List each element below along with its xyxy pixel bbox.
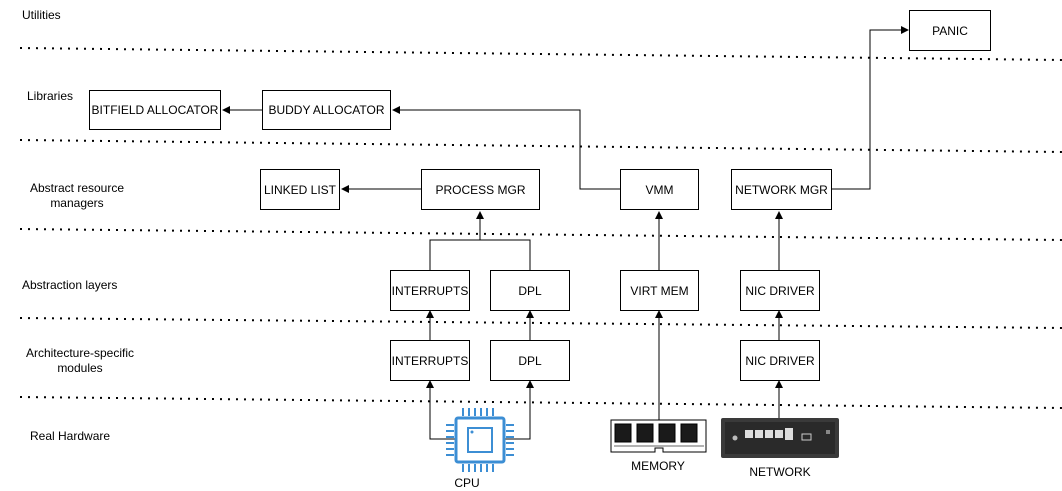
layer-label-hardware: Real Hardware — [30, 429, 111, 443]
cpu-chip-icon — [446, 408, 514, 472]
arrow-cpu-to-interrupts — [426, 380, 455, 440]
ram-module-icon — [610, 419, 707, 453]
panic-box[interactable]: PANIC — [909, 10, 991, 51]
interrupts-arch-box[interactable]: INTERRUPTS — [390, 340, 470, 381]
interrupts-abstraction-box[interactable]: INTERRUPTS — [390, 270, 470, 311]
nic-driver-arch-box[interactable]: NIC DRIVER — [740, 340, 820, 381]
layer-label-abstract-line2: managers — [50, 196, 104, 210]
linked-list-box[interactable]: LINKED LIST — [260, 169, 340, 210]
layer-label-abstract-managers: Abstract resource managers — [15, 181, 139, 211]
arrow-networkmgr-to-panic — [832, 26, 909, 190]
layer-label-arch-line1: Architecture-specific — [25, 346, 135, 360]
layer-label-libraries: Libraries — [27, 89, 74, 103]
layer-label-arch-line2: modules — [57, 361, 103, 375]
memory-label: MEMORY — [631, 459, 685, 473]
network-switch-icon — [721, 418, 839, 458]
layer-label-abstraction: Abstraction layers — [22, 278, 118, 292]
arrow-cpu-to-dpl — [505, 380, 534, 440]
network-mgr-box[interactable]: NETWORK MGR — [731, 169, 832, 210]
dpl-abstraction-box[interactable]: DPL — [490, 270, 570, 311]
dpl-arch-box[interactable]: DPL — [490, 340, 570, 381]
arrow-vmm-to-buddy — [392, 106, 620, 190]
buddy-allocator-box[interactable]: BUDDY ALLOCATOR — [262, 90, 391, 130]
virt-mem-box[interactable]: VIRT MEM — [620, 270, 699, 311]
layer-label-abstract-line1: Abstract resource — [29, 181, 125, 195]
layer-separators — [19, 47, 1062, 409]
bitfield-allocator-box[interactable]: BITFIELD ALLOCATOR — [89, 90, 221, 130]
layer-label-architecture: Architecture-specific modules — [18, 346, 142, 376]
layer-label-utilities: Utilities — [22, 8, 61, 22]
nic-driver-abstraction-box[interactable]: NIC DRIVER — [740, 270, 820, 311]
vmm-box[interactable]: VMM — [620, 169, 699, 210]
arrow-interrupts-dpl-to-process — [429, 212, 531, 270]
network-label: NETWORK — [749, 465, 811, 479]
cpu-label: CPU — [454, 476, 480, 490]
process-mgr-box[interactable]: PROCESS MGR — [421, 169, 540, 210]
